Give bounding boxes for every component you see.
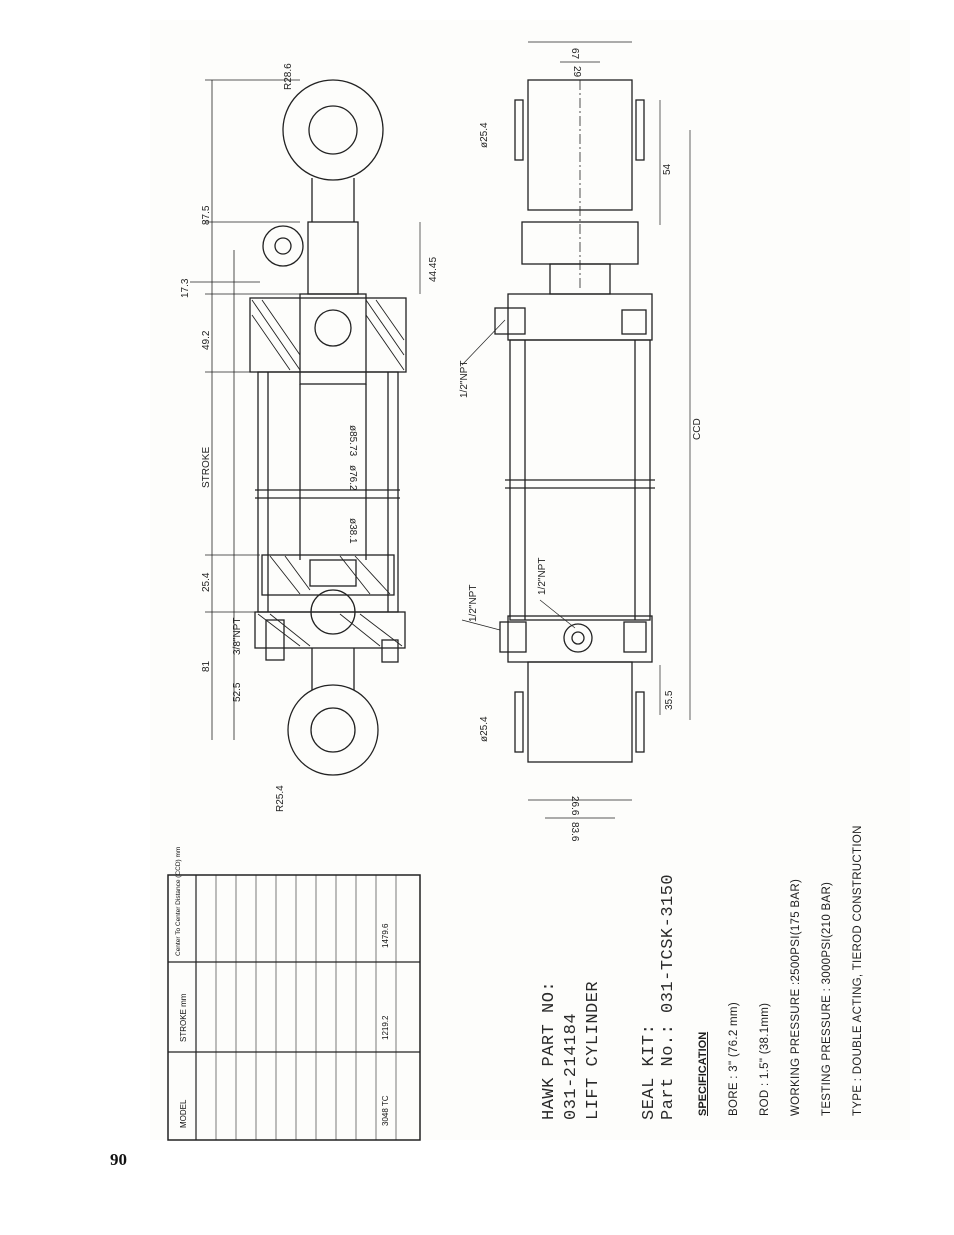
dim-1-2-npt-center: 1/2"NPT xyxy=(537,558,548,595)
top-view-drawing xyxy=(190,79,421,776)
dim-67: 67 xyxy=(569,48,580,60)
spec-rod: ROD : 1.5" (38.1mm) xyxy=(759,1002,771,1116)
hawk-part-number: 031-214184 xyxy=(562,1012,581,1120)
rod-eye-pin xyxy=(308,105,358,155)
dim-81: 81 xyxy=(201,660,212,672)
dim-44-45: 44.45 xyxy=(428,257,439,282)
dim-side-dia-25-4-top: ø25.4 xyxy=(479,122,490,148)
rod-eye-outline xyxy=(282,79,384,181)
dim-side-dia-25-4-bottom: ø25.4 xyxy=(479,716,490,742)
hawk-part-label: HAWK PART NO: xyxy=(540,980,559,1120)
dim-3-8-npt: 3/8"NPT xyxy=(232,618,243,655)
specification-heading: SPECIFICATION xyxy=(697,1031,709,1116)
table-header-stroke: STROKE mm xyxy=(179,993,188,1042)
dim-ccd: CCD xyxy=(692,418,703,440)
dim-52-5: 52.5 xyxy=(232,682,243,702)
spec-type: TYPE : DOUBLE ACTING, TIEROD CONSTRUCTIO… xyxy=(852,825,864,1116)
dim-17-3: 17.3 xyxy=(180,278,191,298)
dim-1-2-npt-left: 1/2"NPT xyxy=(468,585,479,622)
dim-49-2: 49.2 xyxy=(201,330,212,350)
dim-dia-38-1: ø38.1 xyxy=(347,518,358,544)
table-cell-ccd: 1479.6 xyxy=(381,923,390,948)
dim-26-6: 26.6 xyxy=(569,796,580,816)
dim-r28-6: R28.6 xyxy=(283,63,294,90)
dim-1-2-npt-top: 1/2"NPT xyxy=(459,361,470,398)
spec-working-pressure: WORKING PRESSURE :2500PSI(175 BAR) xyxy=(790,878,802,1116)
page-number: 90 xyxy=(110,1150,127,1169)
dim-35-5: 35.5 xyxy=(664,690,675,710)
stroke-table-text: MODEL STROKE mm Center To Center Distanc… xyxy=(175,847,390,1128)
dim-54: 54 xyxy=(662,163,673,175)
stroke-table xyxy=(167,874,421,1141)
table-header-ccd: Center To Center Distance (CCD) mm xyxy=(175,847,182,956)
seal-kit-part-number: Part No.: 031-TCSK-3150 xyxy=(659,873,678,1120)
dim-dia-76-2: ø76.2 xyxy=(347,465,358,491)
scanned-page xyxy=(150,20,910,1140)
dim-83-6: 83.6 xyxy=(569,822,580,842)
dim-25-4: 25.4 xyxy=(201,572,212,592)
dim-r25-4: R25.4 xyxy=(275,785,286,812)
dimension-labels: R28.6 87.5 44.45 17.3 49.2 STROKE 25.4 8… xyxy=(180,48,703,842)
table-header-model: MODEL xyxy=(179,1099,188,1128)
side-view-drawing xyxy=(461,41,691,819)
part-description: LIFT CYLINDER xyxy=(584,980,603,1120)
spec-testing-pressure: TESTING PRESSURE : 3000PSI(210 BAR) xyxy=(821,881,833,1116)
table-cell-model: 3048 TC xyxy=(381,1095,390,1126)
dim-dia-85-73: ø85.73 xyxy=(347,425,358,457)
seal-kit-label: SEAL KIT: xyxy=(640,1023,659,1120)
spec-bore: BORE : 3" (76.2 mm) xyxy=(728,1002,740,1116)
table-cell-stroke: 1219.2 xyxy=(381,1015,390,1040)
dim-87-5: 87.5 xyxy=(201,205,212,225)
dim-29: 29 xyxy=(571,66,582,78)
dim-stroke: STROKE xyxy=(201,447,212,488)
